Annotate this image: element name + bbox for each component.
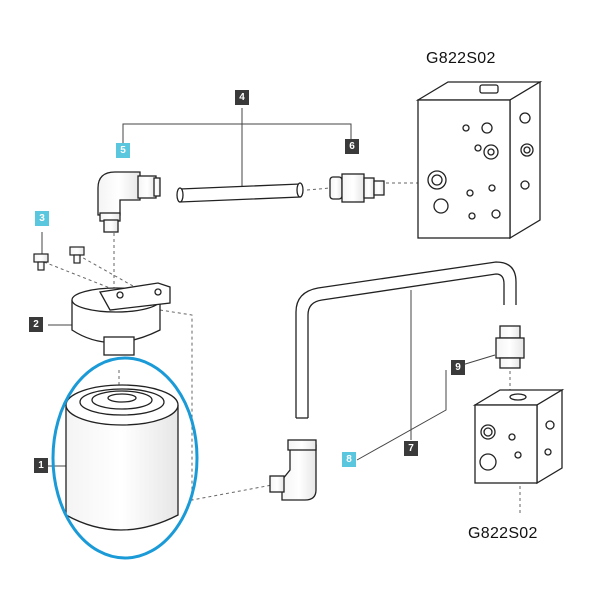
callout-3[interactable]: 3 [35,211,49,226]
hose-4 [176,182,304,203]
callout-6[interactable]: 6 [345,139,359,154]
valve-block-top [415,80,543,240]
bolts-3 [33,246,85,271]
callout-9[interactable]: 9 [451,360,465,375]
filter-cartridge-1 [65,384,179,531]
reference-code-bottom: G822S02 [468,525,538,542]
callout-8[interactable]: 8 [342,452,356,467]
elbow-fitting-8 [269,439,317,501]
callout-1[interactable]: 1 [34,458,48,473]
pipe-7 [295,261,517,419]
connector-9 [495,325,525,369]
reference-code-top: G822S02 [426,50,496,67]
callout-4[interactable]: 4 [235,90,249,105]
elbow-fitting-5 [97,171,161,233]
valve-block-bottom [472,388,565,485]
callout-5[interactable]: 5 [116,143,130,158]
connector-6 [329,173,385,203]
highlight-ring [51,356,199,560]
callout-2[interactable]: 2 [29,317,43,332]
callout-7[interactable]: 7 [404,441,418,456]
filter-head-2 [71,282,171,356]
